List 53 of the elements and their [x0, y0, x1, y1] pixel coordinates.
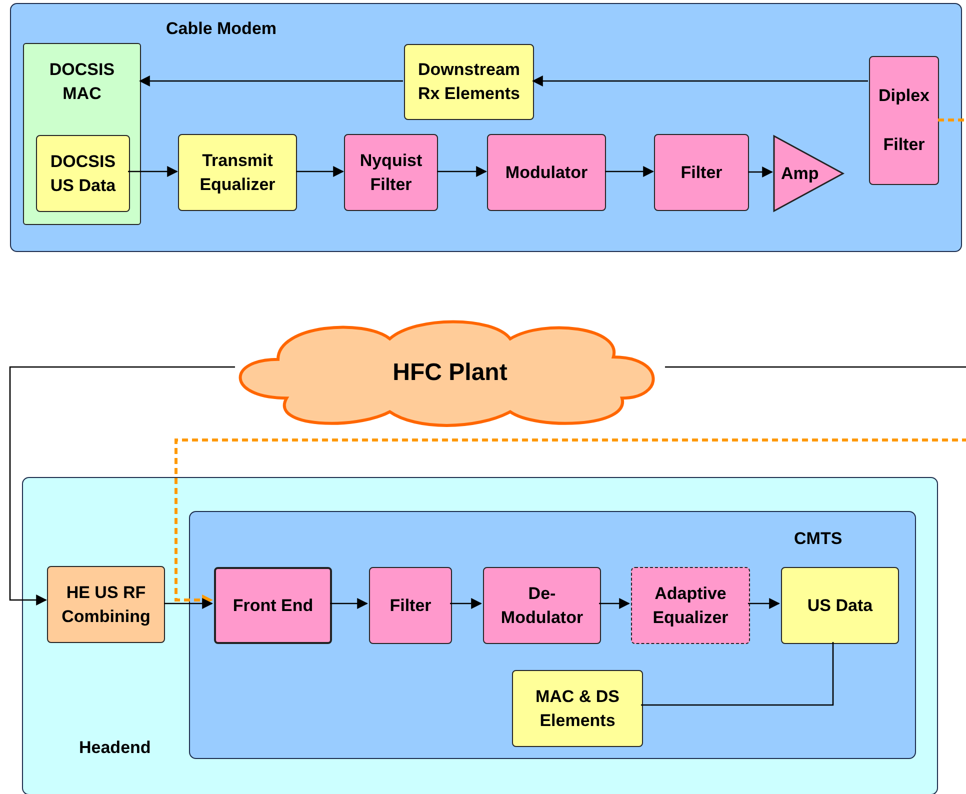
process-box — [404, 44, 534, 120]
process-box — [487, 134, 606, 211]
box-label: Transmit Equalizer — [198, 150, 276, 196]
connector-arrow — [296, 166, 344, 177]
connector-arrow — [450, 598, 482, 609]
connector-arrow — [748, 166, 774, 178]
process-box — [36, 135, 130, 212]
box-label: HE US RF Combining — [60, 582, 152, 628]
group-title: Headend — [79, 737, 151, 759]
process-box — [47, 566, 165, 643]
process-box — [654, 134, 749, 211]
box-label: Filter — [882, 134, 926, 156]
process-box — [512, 670, 643, 747]
box-label: Downstream Rx Elements — [416, 59, 522, 105]
cable-modem-panel — [10, 3, 962, 252]
box-label: De- Modulator — [500, 582, 584, 628]
box-label: Front End — [232, 594, 314, 617]
connector-arrow — [128, 166, 178, 177]
box-label: Amp — [780, 164, 819, 184]
process-box — [178, 134, 297, 211]
mac-group-box — [23, 43, 141, 225]
connector-arrow — [9, 366, 235, 606]
connector-arrow — [437, 166, 488, 177]
process-box — [781, 567, 899, 644]
connector-arrow — [330, 598, 368, 609]
box-label: Filter — [388, 594, 432, 617]
box-label: Nyquist Filter — [358, 150, 424, 196]
process-box — [369, 567, 452, 644]
box-label: US Data — [806, 594, 874, 617]
process-box — [483, 567, 601, 644]
cmts-panel — [189, 511, 916, 759]
process-box — [214, 567, 332, 644]
box-label: DOCSIS US Data — [49, 150, 117, 196]
box-label: Diplex — [877, 84, 931, 107]
process-box — [344, 134, 438, 211]
headend-panel — [22, 477, 938, 794]
group-title: DOCSIS MAC — [48, 59, 116, 105]
box-label: Adaptive Equalizer — [652, 582, 730, 628]
box-label: MAC & DS Elements — [534, 686, 621, 732]
connector-arrow — [138, 76, 403, 86]
group-title: Cable Modem — [166, 18, 277, 40]
process-box — [631, 567, 750, 644]
box-label: Filter — [680, 162, 724, 184]
group-title: CMTS — [794, 528, 842, 550]
box-label: Modulator — [504, 162, 589, 184]
connector-arrow — [164, 598, 214, 609]
connector-arrow — [599, 598, 630, 609]
connector-arrow — [532, 76, 868, 86]
box-label: HFC Plant — [392, 359, 508, 387]
process-box — [869, 56, 939, 185]
connector-arrow — [605, 166, 654, 177]
amplifier-triangle — [773, 135, 844, 212]
connector-arrow — [748, 598, 780, 609]
